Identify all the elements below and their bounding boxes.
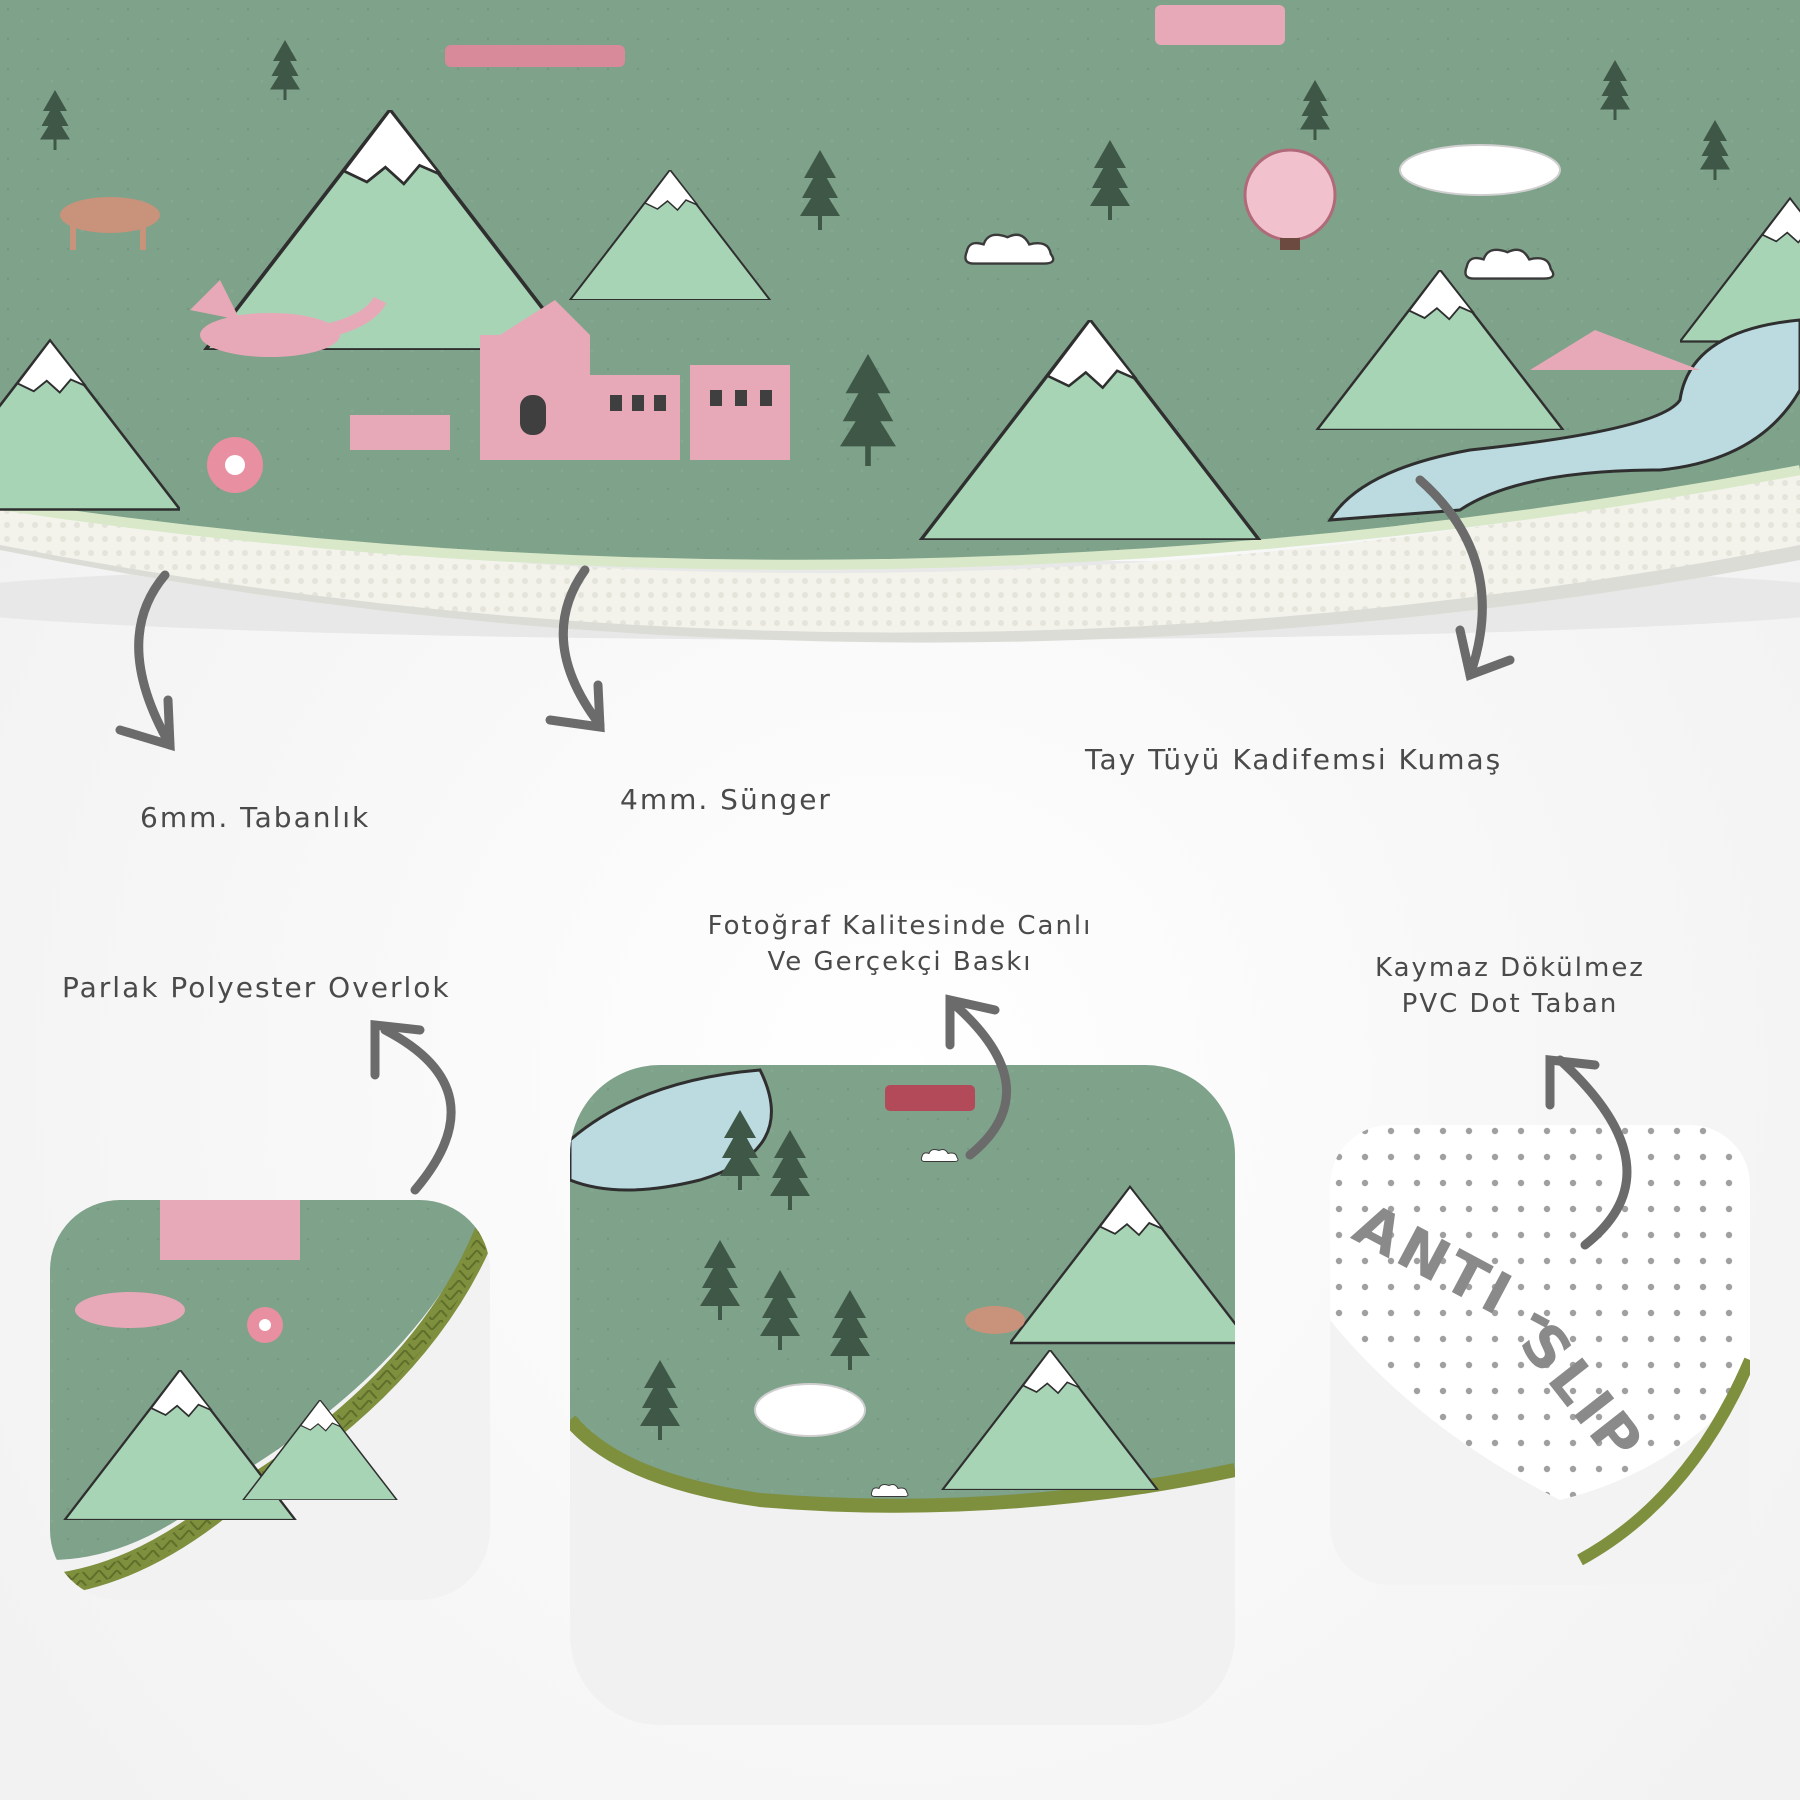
print-quality-line1: Fotoğraf Kalitesinde Canlı: [707, 911, 1093, 941]
callout-arrows-top: [115, 475, 1515, 752]
tent-icon: [1530, 330, 1700, 370]
river-icon: [1327, 318, 1800, 522]
fabric-layer-label: Tay Tüyü Kadifemsi Kumaş: [1085, 743, 1503, 776]
foam-layer: [0, 470, 1800, 633]
base-layer-label: 6mm. Tabanlık: [140, 801, 371, 834]
castle-icon: [350, 300, 790, 460]
backing-line2: PVC Dot Taban: [1401, 989, 1619, 1019]
hot-air-balloon-icon: [1243, 148, 1337, 250]
backing-panel: [1330, 1054, 1750, 1585]
bear-icon: [1399, 144, 1561, 196]
top-rug-section: [0, 0, 1800, 643]
print-quality-line2: Ve Gerçekçi Baskı: [767, 947, 1033, 977]
print-panel: [570, 994, 1235, 1725]
backing-line1: Kaymaz Dökülmez: [1375, 953, 1645, 983]
print-quality-label: Fotoğraf Kalitesinde Canlı Ve Gerçekçi B…: [600, 908, 1200, 980]
overlock-label: Parlak Polyester Overlok: [62, 971, 451, 1004]
backing-layer: [0, 520, 1800, 643]
backing-label: Kaymaz Dökülmez PVC Dot Taban: [1290, 950, 1730, 1022]
deer-icon: [60, 197, 160, 250]
bus-icon: [445, 45, 625, 67]
overlock-panel: [50, 1019, 490, 1600]
fox-icon: [190, 280, 387, 357]
flower-icon: [207, 437, 263, 493]
foam-layer-label: 4mm. Sünger: [620, 783, 832, 816]
